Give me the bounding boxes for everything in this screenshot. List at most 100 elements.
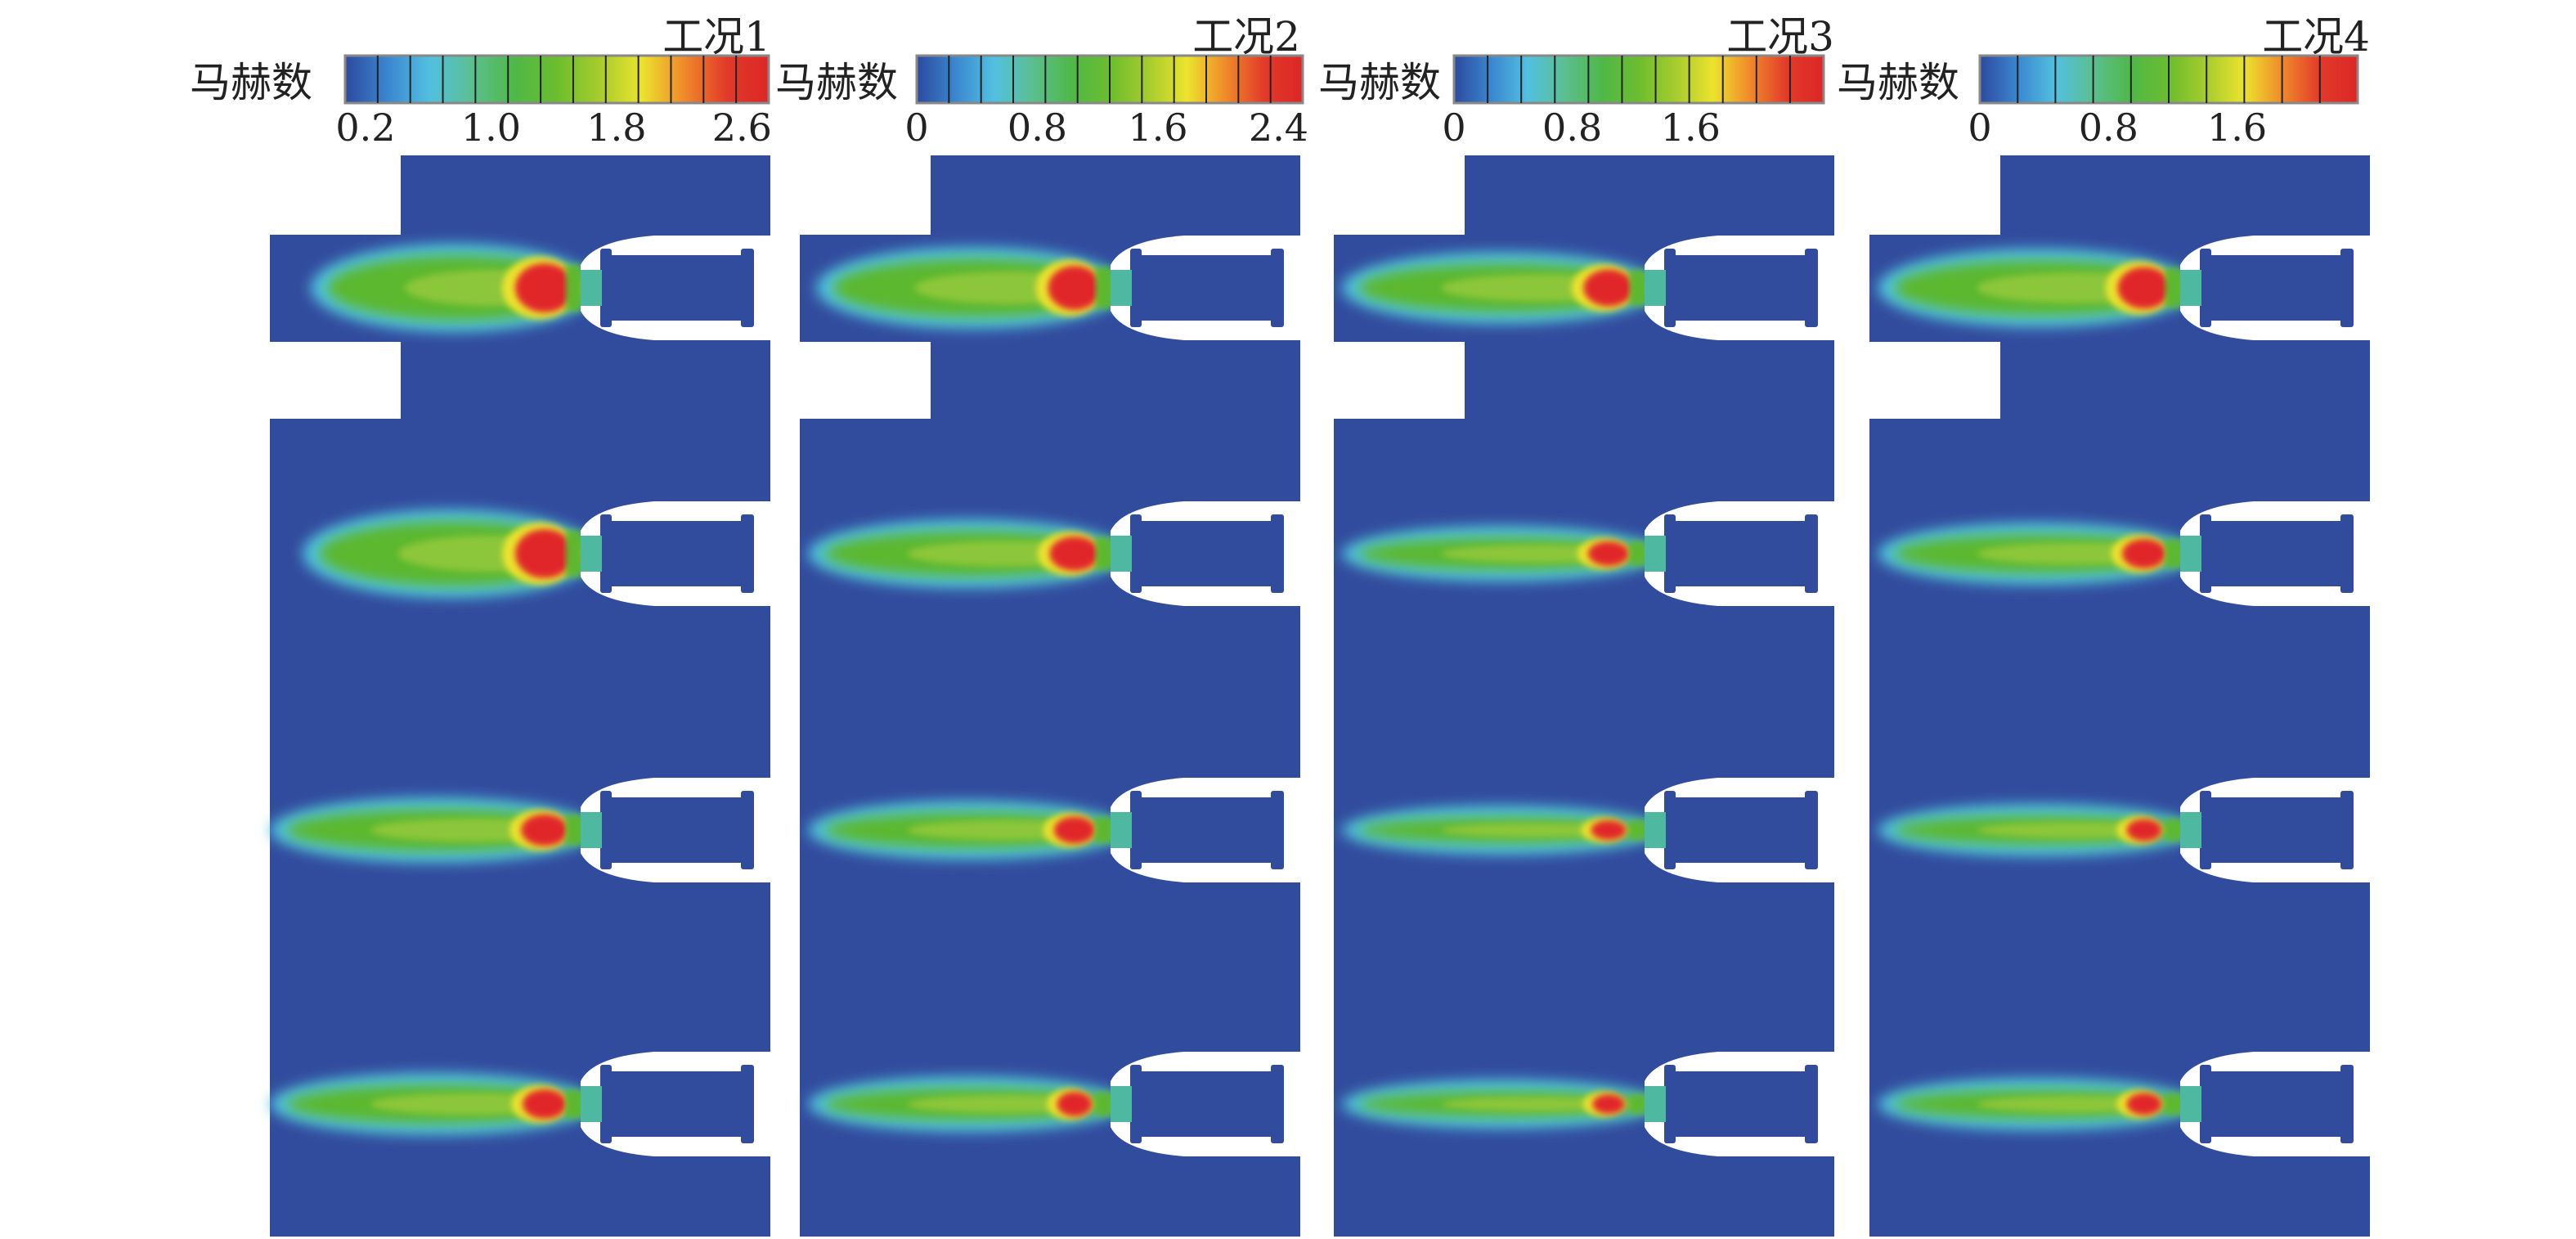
jet-plume <box>1342 806 1661 855</box>
nozzle-lip-flow <box>1111 270 1132 306</box>
colorbar-tick-label: 1.6 <box>1128 105 1187 150</box>
nozzle-lip-flow <box>1645 1086 1666 1122</box>
jet-red-zone <box>1591 820 1627 840</box>
jet-red-zone <box>1583 269 1634 307</box>
insert-front-flange <box>1130 791 1142 869</box>
jet-red-zone <box>1053 816 1096 844</box>
insert-front-flange <box>600 1065 612 1143</box>
projectile-insert <box>581 1065 754 1143</box>
projectile-insert <box>1645 514 1818 593</box>
insert-rear-flange <box>1271 1065 1284 1143</box>
projectile-insert <box>2180 1065 2354 1143</box>
nozzle-lip-flow <box>581 270 602 306</box>
jet-red-zone <box>2117 267 2171 309</box>
insert-front-flange <box>600 514 612 593</box>
insert-body <box>1664 255 1818 321</box>
insert-front-flange <box>2200 249 2211 327</box>
insert-rear-flange <box>1805 791 1818 869</box>
insert-body <box>1664 1071 1818 1137</box>
insert-rear-flange <box>1271 791 1284 869</box>
jet-plume <box>270 797 597 863</box>
projectile-insert <box>1111 791 1284 869</box>
insert-body <box>600 521 754 586</box>
insert-rear-flange <box>1271 249 1284 327</box>
jet-red-zone <box>1049 536 1100 571</box>
projectile-insert <box>2180 791 2354 869</box>
nozzle-throat-flow <box>2165 1093 2182 1115</box>
case-title: 工况3 <box>1726 13 1834 61</box>
insert-rear-flange <box>741 1065 754 1143</box>
nozzle-throat-flow <box>1096 1093 1112 1116</box>
insert-rear-flange <box>2340 249 2354 327</box>
jet-red-zone <box>521 814 568 846</box>
nozzle-throat-flow <box>1630 542 1646 565</box>
nozzle-throat-flow <box>1096 817 1112 843</box>
insert-front-flange <box>1130 249 1142 327</box>
jet-plume <box>816 247 1127 329</box>
colorbar-tick-label: 0.8 <box>1542 105 1602 150</box>
insert-front-flange <box>1130 1065 1142 1143</box>
jet-plume <box>1342 1080 1661 1129</box>
domain-shape <box>1334 155 1834 1237</box>
insert-body <box>1130 797 1284 863</box>
insert-body <box>2200 255 2354 321</box>
jet-plume <box>1342 526 1661 581</box>
jet-red-zone <box>2126 819 2162 842</box>
domain-shape <box>270 155 770 1237</box>
colorbar-label: 马赫数 <box>190 59 312 106</box>
nozzle-throat-flow <box>566 815 582 846</box>
flow-domain <box>270 155 770 1237</box>
insert-rear-flange <box>2340 514 2354 593</box>
case-title: 工况4 <box>2262 13 2370 61</box>
insert-front-flange <box>1664 1065 1676 1143</box>
insert-body <box>2200 1071 2354 1137</box>
insert-front-flange <box>1664 791 1676 869</box>
nozzle-throat-flow <box>1630 820 1646 840</box>
jet-red-zone <box>2122 539 2166 568</box>
nozzle-lip-flow <box>2180 1086 2201 1122</box>
colorbar-tick-label: 1.6 <box>1661 105 1721 150</box>
insert-front-flange <box>1130 514 1142 593</box>
nozzle-lip-flow <box>1645 812 1666 848</box>
nozzle-lip-flow <box>2180 536 2201 572</box>
colorbar-label: 马赫数 <box>775 59 898 106</box>
projectile-insert <box>1111 249 1284 327</box>
nozzle-throat-flow <box>1630 271 1646 305</box>
jet-plume <box>1342 252 1661 324</box>
case-title: 工况1 <box>662 13 770 61</box>
domain-shape <box>800 155 1300 1237</box>
flow-domain <box>800 155 1300 1237</box>
nozzle-lip-flow <box>2180 270 2201 306</box>
insert-rear-flange <box>2340 791 2354 869</box>
jet-plume <box>1878 523 2197 585</box>
nozzle-throat-flow <box>566 1090 582 1118</box>
colorbar-tick-label: 1.6 <box>2207 105 2267 150</box>
colorbar-tick-label: 0 <box>1968 105 1991 150</box>
insert-body <box>1130 1071 1284 1137</box>
insert-rear-flange <box>1805 249 1818 327</box>
colorbar-tick-label: 1.8 <box>586 105 646 150</box>
insert-front-flange <box>1664 514 1676 593</box>
nozzle-lip-flow <box>1645 270 1666 306</box>
insert-body <box>1664 797 1818 863</box>
jet-plume <box>303 510 597 598</box>
flow-domain <box>1334 155 1834 1237</box>
nozzle-throat-flow <box>566 531 582 577</box>
insert-body <box>1664 521 1818 586</box>
jet-plume <box>808 1076 1127 1132</box>
jet-plume <box>808 801 1127 860</box>
insert-front-flange <box>2200 1065 2211 1143</box>
insert-front-flange <box>600 249 612 327</box>
insert-rear-flange <box>741 791 754 869</box>
jet-plume <box>1878 804 2197 856</box>
projectile-insert <box>581 514 754 593</box>
nozzle-lip-flow <box>1111 536 1132 572</box>
nozzle-lip-flow <box>1645 536 1666 572</box>
insert-front-flange <box>2200 514 2211 593</box>
nozzle-throat-flow <box>2165 819 2182 841</box>
nozzle-throat-flow <box>1096 267 1112 309</box>
